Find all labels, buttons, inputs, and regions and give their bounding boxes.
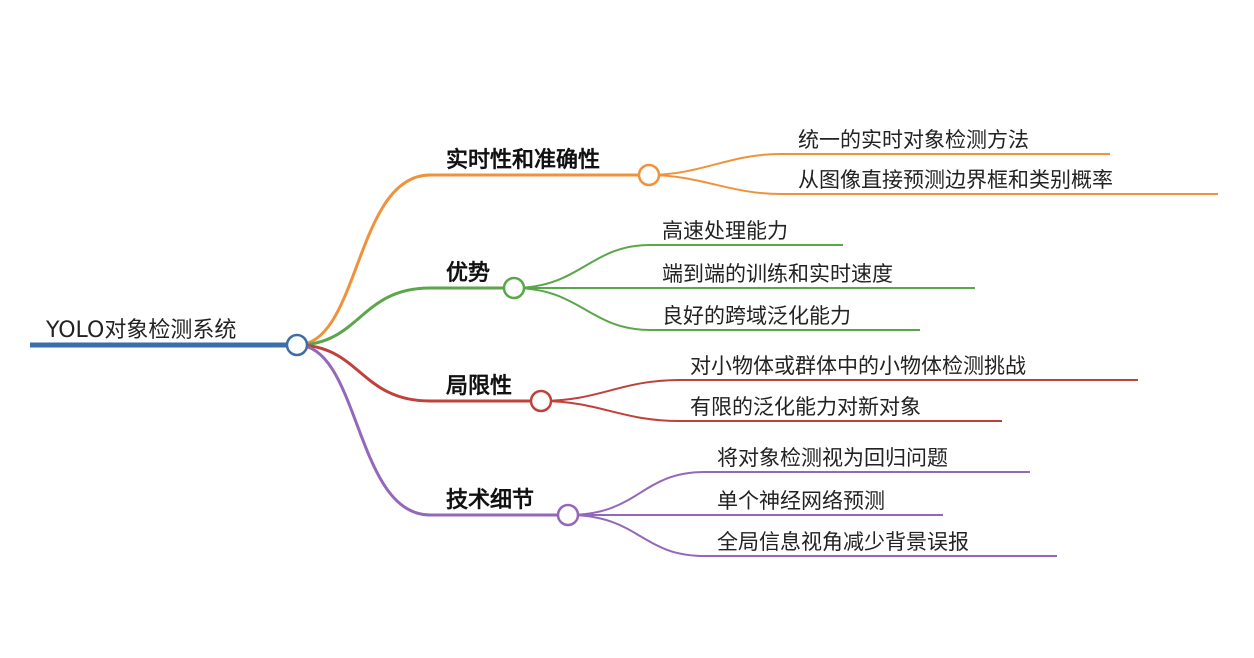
branch-label-b4: 技术细节 — [446, 487, 534, 513]
leaf-label: 有限的泛化能力对新对象 — [690, 395, 921, 419]
root-label: YOLO对象检测系统 — [45, 318, 236, 343]
leaf-connector — [567, 514, 1057, 557]
connector-b2 — [296, 286, 514, 347]
connector-b3 — [296, 343, 541, 403]
branch-label-b3: 局限性 — [446, 374, 512, 399]
leaf-label: 从图像直接预测边界框和类别概率 — [798, 168, 1113, 192]
leaf-connector — [648, 174, 1218, 195]
leaf-connector — [540, 400, 1002, 422]
leaf-connector — [540, 379, 1138, 402]
leaf-label: 端到端的训练和实时速度 — [662, 262, 893, 286]
leaf-connector — [513, 287, 920, 331]
branch-label-b2: 优势 — [446, 260, 490, 286]
leaf-label: 对小物体或群体中的小物体检测挑战 — [690, 354, 1026, 378]
branch-label-b1: 实时性和准确性 — [446, 147, 600, 173]
leaf-connector — [513, 244, 843, 289]
leaf-label: 统一的实时对象检测方法 — [798, 128, 1029, 152]
branch-node-b4[interactable] — [556, 503, 580, 527]
leaf-label: 高速处理能力 — [662, 219, 788, 243]
connector-b4 — [296, 343, 568, 517]
leaf-label: 单个神经网络预测 — [717, 489, 885, 513]
branch-node-b3[interactable] — [529, 389, 553, 413]
connector-b1 — [296, 173, 649, 347]
leaf-label: 良好的跨域泛化能力 — [662, 304, 851, 328]
leaf-label: 将对象检测视为回归问题 — [717, 446, 948, 470]
leaf-connector — [648, 153, 1110, 176]
leaf-connector — [567, 471, 1030, 516]
root-node[interactable] — [285, 333, 309, 357]
branch-node-b2[interactable] — [502, 276, 526, 300]
leaf-label: 全局信息视角减少背景误报 — [717, 530, 969, 554]
branch-node-b1[interactable] — [637, 163, 661, 187]
